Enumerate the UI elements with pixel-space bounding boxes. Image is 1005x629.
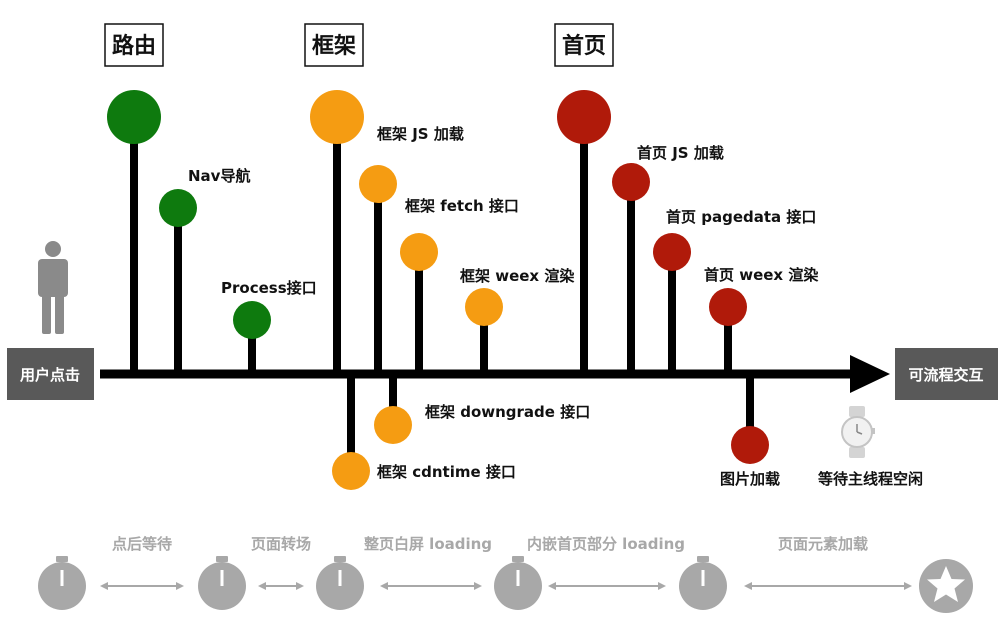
timeline-arrowhead [850,355,890,393]
event-dot-home-weex [709,288,747,326]
event-dot-cdntime [332,452,370,490]
event-label-framework-weex: 框架 weex 渲染 [460,267,575,285]
stage-label-element-load: 页面元素加载 [778,535,868,553]
svg-text:首页: 首页 [562,33,606,59]
stopwatch-icon [38,556,86,610]
stage-label-transition: 页面转场 [251,535,311,553]
event-dot-home-js [612,163,650,201]
event-label-home-pagedata: 首页 pagedata 接口 [666,208,816,226]
event-label-nav: Nav导航 [188,167,250,185]
event-dot-weex-render [465,288,503,326]
stage-label-wait: 点后等待 [112,535,172,553]
stage-label-white-screen: 整页白屏 loading [364,535,492,553]
event-label-downgrade: 框架 downgrade 接口 [425,403,590,421]
start-box: 用户点击 [7,348,94,400]
event-dot-downgrade [374,406,412,444]
event-dot-pagedata [653,233,691,271]
event-label-image: 图片加载 [720,470,780,488]
event-dot-image [731,426,769,464]
svg-text:路由: 路由 [112,33,156,59]
stage-row [38,556,973,613]
event-label-framework-js: 框架 JS 加载 [377,125,464,143]
stopwatch-icon [198,556,246,610]
milestone-home [557,90,611,144]
star-icon [919,559,973,613]
event-dot-nav [159,189,197,227]
svg-text:框架: 框架 [312,33,356,59]
watch-icon [841,406,875,458]
stopwatch-icon [679,556,727,610]
event-label-framework-fetch: 框架 fetch 接口 [405,197,519,215]
event-label-cdntime: 框架 cdntime 接口 [377,463,516,481]
phase-title-home: 首页 [554,23,614,67]
event-dot-weex [400,233,438,271]
end-box: 可流程交互 [895,348,998,400]
event-dot-fetch [359,165,397,203]
event-stems [130,118,754,470]
stage-arrows [100,582,912,590]
phase-title-route: 路由 [104,23,164,67]
event-label-home-weex: 首页 weex 渲染 [704,266,819,284]
idle-label: 等待主线程空闲 [818,470,923,488]
person-icon [38,241,68,334]
event-label-process: Process接口 [221,279,317,297]
stage-label-embedded-loading: 内嵌首页部分 loading [527,535,685,553]
milestone-framework [310,90,364,144]
event-label-home-js: 首页 JS 加载 [637,144,724,162]
stopwatch-icon [316,556,364,610]
milestone-route [107,90,161,144]
stopwatch-icon [494,556,542,610]
svg-text:可流程交互: 可流程交互 [908,366,983,384]
svg-text:用户点击: 用户点击 [20,366,80,384]
event-dot-process [233,301,271,339]
phase-title-framework: 框架 [304,23,364,67]
